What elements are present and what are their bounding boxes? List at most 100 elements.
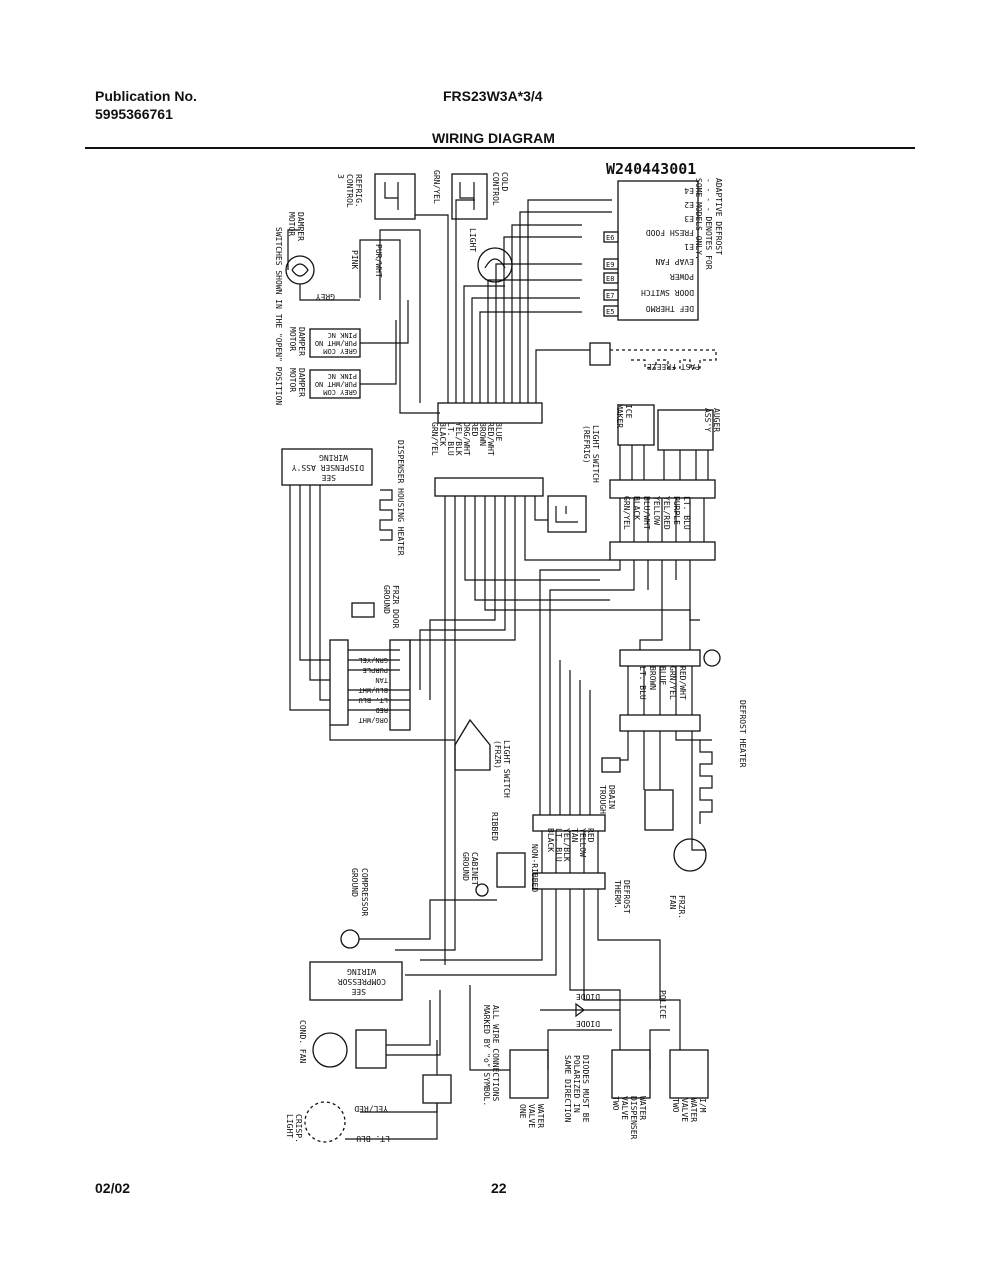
ice-harness-labels: GRN/YEL BLACK BLU/WHT YELLOW YEL/RED PUR…	[622, 496, 691, 530]
svg-text:GRN/YEL: GRN/YEL	[430, 422, 439, 456]
adaptive-defrost-box	[617, 180, 699, 321]
svg-text:E5: E5	[606, 308, 614, 316]
svg-text:TAN: TAN	[375, 676, 388, 684]
svg-text:FAN: FAN	[668, 895, 677, 910]
damper-motor	[285, 255, 315, 285]
svg-text:YEL/RED: YEL/RED	[662, 496, 671, 530]
svg-text:LIGHT SWITCH: LIGHT SWITCH	[502, 740, 511, 798]
svg-text:E3: E3	[684, 214, 694, 223]
defrost-therm-label: DEFROST THERM.	[613, 880, 631, 914]
svg-text:EVAP FAN: EVAP FAN	[655, 257, 694, 266]
svg-text:GREY COM: GREY COM	[323, 388, 357, 396]
svg-text:3: 3	[336, 174, 345, 179]
dispenser-heater-coil	[379, 489, 393, 541]
svg-text:MOTOR: MOTOR	[288, 327, 297, 351]
grn-yel-label: GRN/YEL	[432, 170, 441, 204]
non-ribbed-label: NON-RIBBED	[530, 844, 539, 892]
light-switch-refrig	[547, 495, 587, 533]
svg-text:ONE: ONE	[518, 1104, 527, 1119]
damper-switch-1-title: DAMPER MOTOR	[288, 327, 306, 356]
publication-number: 5995366761	[95, 106, 173, 122]
cond-fan-label: COND. FAN	[298, 1020, 307, 1064]
ribbed-label: RIBBED	[490, 812, 499, 841]
compressor-harness-connector-bottom	[532, 872, 606, 890]
damper-switch-2-labels: GREY COM PUR/WHT NO PINK NC	[315, 372, 357, 396]
lower-harness-connector-top	[619, 649, 701, 667]
damper-switch-2-title: DAMPER MOTOR	[288, 368, 306, 397]
adaptive-defrost-codes: E6 E9 E8 E7 E5	[603, 231, 619, 317]
svg-text:I/M: I/M	[698, 1098, 707, 1113]
svg-text:VALVE: VALVE	[620, 1096, 629, 1120]
light-filament	[484, 258, 506, 269]
cold-control-label: COLD CONTROL	[491, 172, 509, 206]
light-switch-frzr	[454, 718, 491, 771]
svg-text:GREY COM: GREY COM	[323, 347, 357, 355]
svg-text:ASS'Y: ASS'Y	[703, 408, 712, 432]
svg-text:DOOR SWITCH: DOOR SWITCH	[641, 288, 694, 297]
svg-text:AUGER: AUGER	[712, 408, 721, 432]
svg-text:YELLOW: YELLOW	[652, 496, 661, 525]
frzr-fan-motor	[673, 838, 707, 872]
svg-text:COMPRESSOR: COMPRESSOR	[338, 977, 386, 986]
svg-text:DISPENSER ASS'Y: DISPENSER ASS'Y	[292, 463, 364, 472]
svg-text:LIGHT: LIGHT	[285, 1114, 294, 1138]
refrig-control-box	[374, 173, 416, 220]
cold-control-contacts	[459, 182, 475, 210]
svg-text:MOTOR: MOTOR	[288, 368, 297, 392]
auger-box	[657, 409, 714, 451]
light-switch-refrig-contacts	[555, 506, 578, 523]
drain-trough-label: DRAIN TROUGH	[598, 785, 616, 814]
svg-text:TWO: TWO	[611, 1096, 620, 1111]
diode-symbol	[540, 1002, 620, 1018]
water-valve-one	[509, 1049, 549, 1099]
svg-text:WIRING: WIRING	[319, 453, 348, 462]
dispenser-heater-label: DISPENSER HOUSING HEATER	[396, 440, 405, 556]
svg-text:GRN/YEL: GRN/YEL	[622, 496, 631, 530]
svg-text:MAKER: MAKER	[615, 404, 624, 428]
svg-text:WATER: WATER	[536, 1104, 545, 1128]
lower-harness-labels: LT. BLU BROWN BLUE GRN/YEL RED/WHT	[638, 666, 687, 700]
model-number: FRS23W3A*3/4	[443, 88, 543, 104]
svg-text:POWER: POWER	[670, 272, 694, 281]
svg-text:CABINET: CABINET	[470, 852, 479, 886]
svg-text:- - - - DENOTES FOR: - - - - DENOTES FOR	[704, 178, 713, 270]
svg-text:LT. BLU: LT. BLU	[554, 828, 563, 862]
top-vertical-wires	[287, 199, 612, 414]
compressor-ground-label-2: GROUND	[350, 868, 359, 897]
lower-harness-connector-bottom	[619, 714, 701, 732]
svg-text:E8: E8	[606, 275, 614, 283]
svg-text:BLU/WHT: BLU/WHT	[642, 496, 651, 530]
damper-motor-label: DAMPER MOTOR	[287, 212, 305, 241]
refrig-control-contacts	[384, 182, 399, 210]
compressor-harness-labels: BLACK LT. BLU YEL/BLK TAN YELLOW RED	[546, 828, 595, 862]
water-dispenser-valve-two-label: WATER DISPENSER VALVE TWO	[611, 1096, 647, 1140]
see-dispenser-label: SEE DISPENSER ASS'Y WIRING	[292, 453, 364, 482]
page-number: 22	[491, 1180, 507, 1196]
svg-text:DEFROST: DEFROST	[622, 880, 631, 914]
svg-text:MOTOR: MOTOR	[287, 212, 296, 236]
svg-text:ADAPTIVE DEFROST: ADAPTIVE DEFROST	[714, 178, 723, 255]
svg-text:WIRING: WIRING	[347, 967, 376, 976]
switches-note: SWITCHES SHOWN IN THE "OPEN" POSITION	[274, 227, 283, 405]
svg-text:MARKED BY "o" SYMBOL.: MARKED BY "o" SYMBOL.	[482, 1005, 491, 1106]
svg-text:ORG/WHT: ORG/WHT	[462, 422, 471, 456]
svg-text:COLD: COLD	[500, 172, 509, 191]
svg-text:DIODES MUST BE: DIODES MUST BE	[581, 1055, 590, 1123]
svg-text:CONTROL: CONTROL	[345, 174, 354, 208]
header-rule	[85, 147, 915, 149]
svg-text:CONTROL: CONTROL	[491, 172, 500, 206]
svg-text:E4: E4	[684, 186, 694, 195]
svg-text:TAN: TAN	[570, 828, 579, 843]
svg-text:LIGHT SWITCH: LIGHT SWITCH	[591, 425, 600, 483]
svg-text:YELLOW: YELLOW	[578, 828, 587, 857]
door-harness-connector	[389, 639, 411, 731]
svg-text:LT. BLU: LT. BLU	[446, 422, 455, 456]
pink-label: PINK	[350, 250, 359, 269]
auger-label: AUGER ASS'Y	[703, 408, 721, 432]
publication-label: Publication No.	[95, 88, 197, 104]
svg-text:RED/WHT: RED/WHT	[486, 422, 495, 456]
svg-text:ICE: ICE	[624, 404, 633, 419]
svg-text:RED: RED	[586, 828, 595, 843]
drain-trough-icon	[601, 757, 621, 773]
svg-text:BROWN: BROWN	[648, 666, 657, 690]
